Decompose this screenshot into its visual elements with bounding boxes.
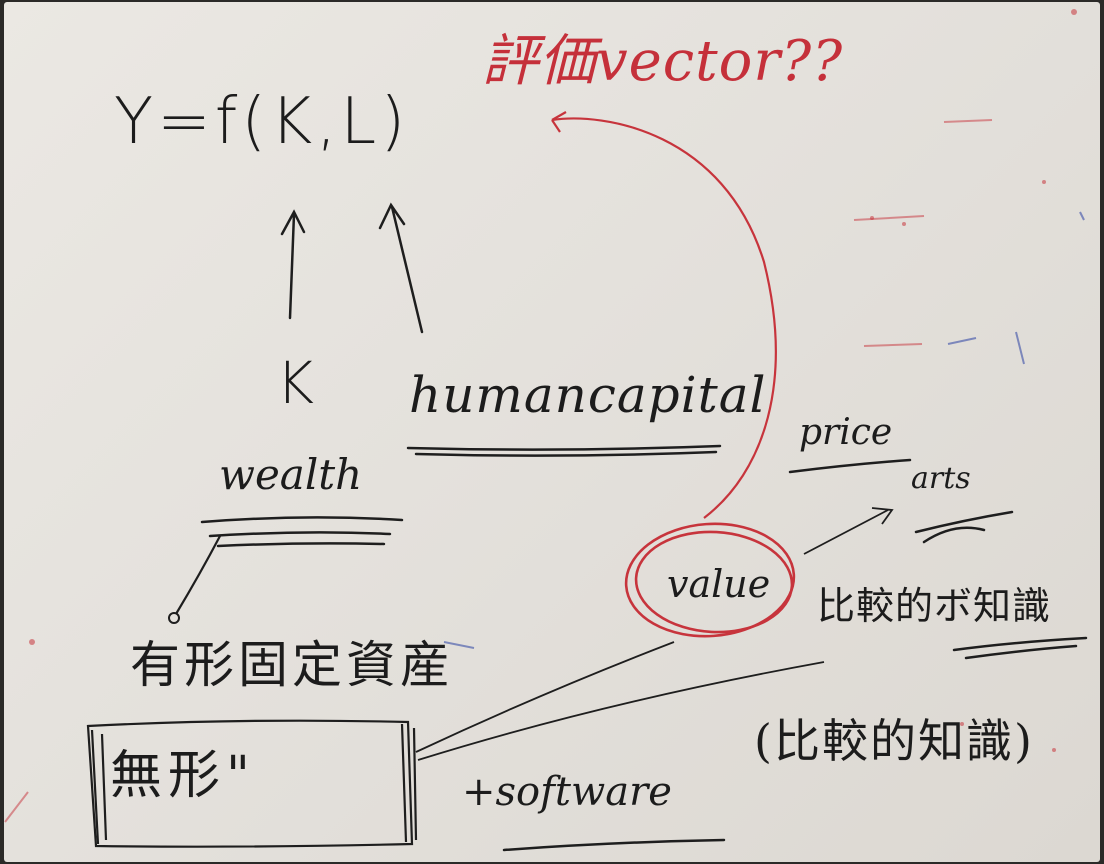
whiteboard: 評価vector?? Y=f(K,L) K humancapital wealt… (4, 2, 1100, 862)
intangible-assets-label: 無形" (110, 746, 256, 806)
price-label: price (799, 412, 893, 453)
wealth-link-line (175, 535, 221, 615)
red-arrow-to-title (551, 117, 777, 519)
bottom-note-label: (比較的知識) (754, 714, 1034, 768)
blue-marks (443, 211, 1085, 649)
value-label: value (667, 562, 771, 606)
right-note-label: 比較的ボ知識 (817, 584, 1052, 628)
red-arrowhead-icon (551, 111, 567, 133)
wealth-label: wealth (219, 450, 363, 499)
arrows-to-formula (280, 202, 424, 334)
red-title-evaluation-vector: 評価vector?? (482, 29, 844, 94)
underlines (200, 444, 1088, 852)
red-marks (4, 119, 993, 823)
capital-k-label: K (276, 349, 315, 417)
marker-strokes (4, 9, 1088, 852)
link-dot-icon (168, 612, 180, 624)
value-circle (624, 522, 796, 638)
assets-box (86, 719, 418, 848)
production-function-formula: Y=f(K,L) (114, 85, 410, 159)
red-stains (29, 9, 1077, 752)
connector-lines (415, 507, 894, 761)
human-capital-label: humancapital (409, 366, 767, 424)
tangible-assets-label: 有形固定資産 (130, 636, 454, 694)
software-label: +software (462, 769, 672, 815)
arts-label: arts (911, 461, 971, 496)
